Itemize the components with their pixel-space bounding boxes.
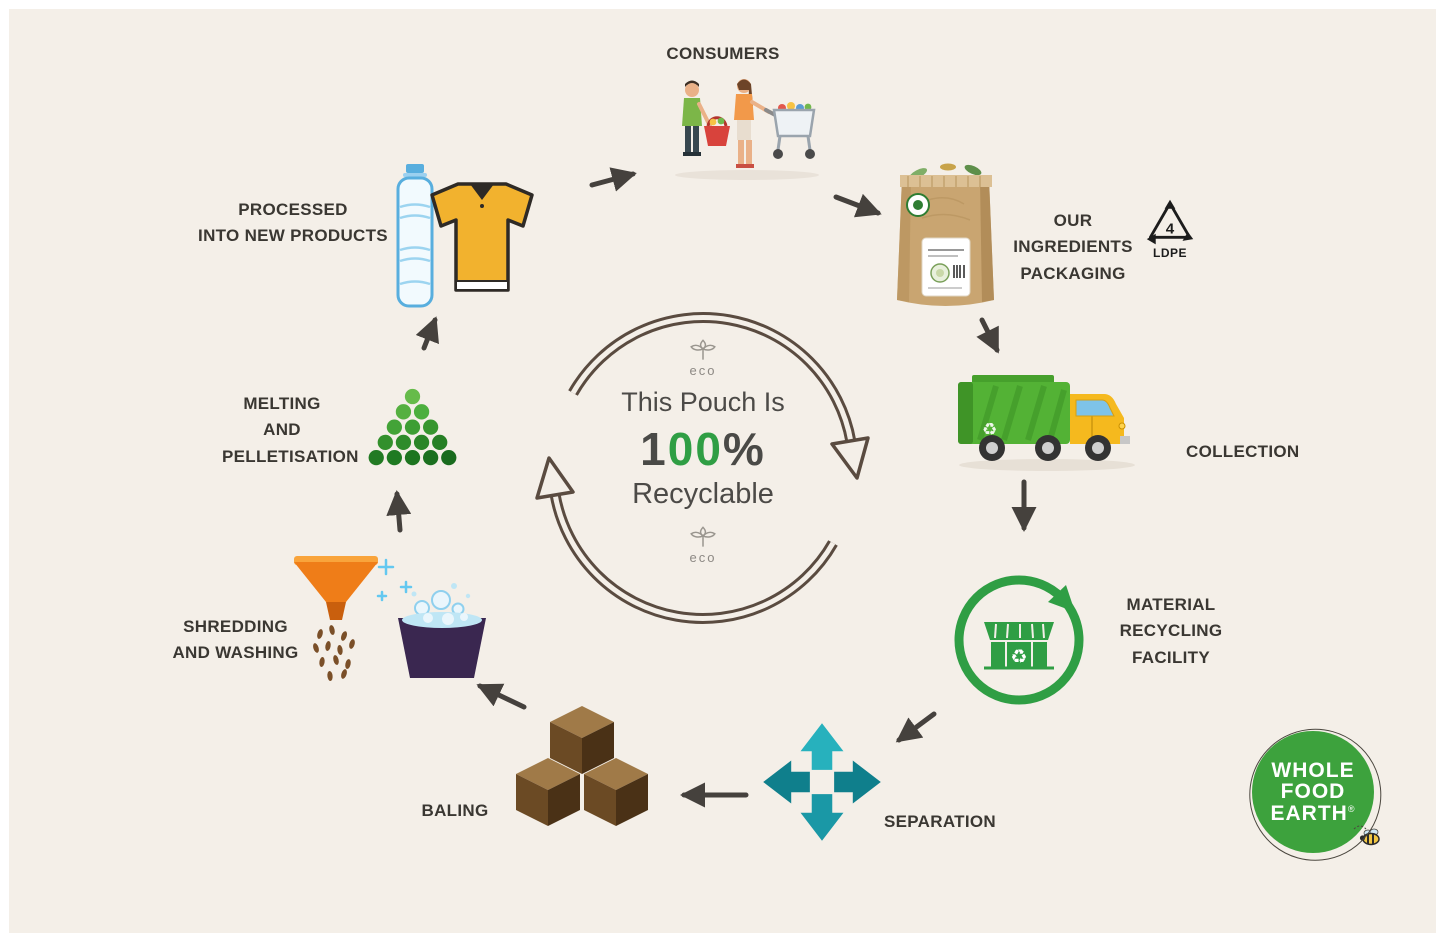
registered-mark: ® [1347,803,1356,814]
bale-cube [584,758,648,826]
bale-cube [516,758,580,826]
baling-label: BALING [421,801,489,820]
separation-label: SEPARATION [884,812,996,831]
tshirt-icon [430,182,534,292]
shredded-pieces [313,625,355,681]
water-bottle-icon [396,164,434,308]
separation-icon [763,723,881,841]
digit-one: 1 [640,423,668,475]
eco-bottom-group: eco [593,525,813,565]
ldpe-recycle-triangle-icon: 4 [1146,199,1194,245]
whole-food-earth-logo: WHOLE FOOD EARTH® [1252,731,1380,853]
arrow-mrf-separation [895,711,937,743]
recycle-symbol: ♻ [982,420,997,440]
mrf-label: MATERIAL RECYCLING FACILITY [1119,595,1223,667]
consumers-label: CONSUMERS [666,44,780,63]
processed-label: PROCESSED INTO NEW PRODUCTS [198,200,388,246]
baling-icon [516,706,648,826]
claim-line2: Recyclable [632,478,774,510]
ldpe-number: 4 [1166,221,1175,238]
arrow-processed-consumers [589,167,637,192]
recycle-symbol: ♻ [1010,646,1027,668]
shredding-label: SHREDDING AND WASHING [172,617,299,663]
shredding-washing-icon [294,556,486,681]
pouch-icon [897,163,994,306]
arrow-shredding-melting [386,490,412,533]
pellets-icon [368,388,457,466]
eco-sprout-icon [690,339,716,360]
center-claim: eco This Pouch Is 100% Recyclable eco [593,338,813,565]
arrow-consumers-packaging [833,193,882,218]
eco-word-top: eco [689,363,717,378]
collection-label: COLLECTION [1186,442,1300,461]
arrow-baling-shredding [476,683,527,710]
bee-icon [1353,825,1380,846]
eco-word-bottom: eco [689,550,717,565]
recycle-ring-icon [535,312,870,624]
digit-zeros: 00 [667,423,723,475]
arrow-packaging-collection [976,317,1000,354]
ldpe-symbol: 4 LDPE [1143,198,1197,260]
consumers-icon [675,79,819,180]
logo-word2: FOOD [1280,780,1346,804]
new-products-icon [396,164,534,308]
eco-sprout-icon [690,526,716,547]
ldpe-code: LDPE [1152,246,1187,260]
arrow-melting-processed [415,316,439,351]
mrf-icon: ♻ [954,575,1084,705]
percent-sign: % [722,423,766,475]
garbage-truck-icon: ♻ [958,375,1135,471]
logo-word3: EARTH® [1270,801,1356,825]
stage-arrows [386,167,1037,808]
logo-earth-text: EARTH [1270,801,1348,825]
packaging-label: OUR INGREDIENTS PACKAGING [1013,211,1133,283]
melting-label: MELTING AND PELLETISATION [222,394,359,466]
shredder-funnel-icon [294,556,378,620]
claim-percentage: 100% [593,422,813,476]
claim-line1: This Pouch Is [621,387,785,417]
washing-basin-icon [398,583,486,678]
logo-word1: WHOLE [1271,758,1355,782]
bale-cube [550,706,614,774]
truck-wheels [979,435,1111,461]
sparkle-icons [376,558,413,602]
